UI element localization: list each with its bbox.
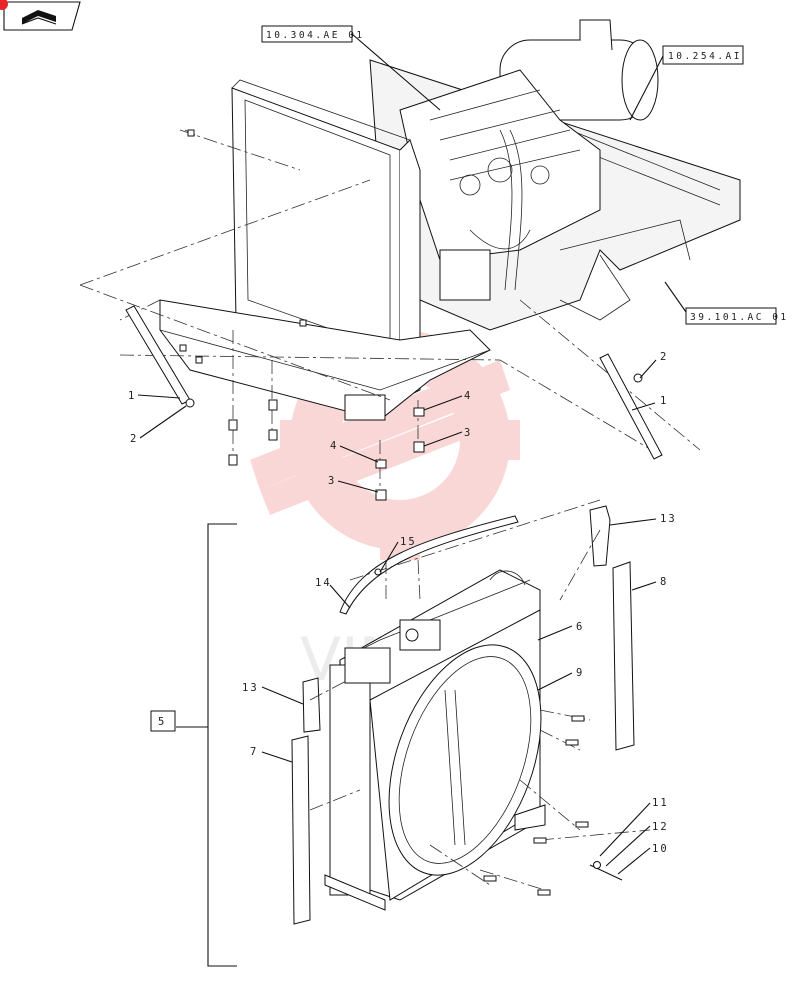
callout-5: 5 [158,716,166,728]
callout-4-b: 4 [330,440,338,452]
ref-frame-text: 39.101.AC 01 [690,312,789,323]
callout-4-a: 4 [464,390,472,402]
callout-7: 7 [250,746,258,758]
callout-13-left: 13 [242,682,259,694]
callout-15: 15 [400,536,417,548]
callout-10: 10 [652,843,669,855]
ref-muffler-text: 10.254.AI [668,51,742,62]
ref-box-engine[interactable]: 10.304.AE 01 [261,25,441,111]
radiator-assembly [291,499,651,925]
callout-11: 11 [652,797,669,809]
engine-and-frame-assembly [79,19,741,501]
callout-2-right: 2 [660,351,668,363]
callout-8: 8 [660,576,668,588]
callout-12: 12 [652,821,669,833]
callout-2-left: 2 [130,433,138,445]
callout-9: 9 [576,667,584,679]
callouts: 1 2 2 1 4 3 4 3 15 14 13 8 6 9 13 7 5 [128,351,677,875]
ref-engine-text: 10.304.AE 01 [266,30,365,41]
callout-6: 6 [576,621,584,633]
callout-14: 14 [315,577,332,589]
ref-box-frame[interactable]: 39.101.AC 01 [664,281,789,325]
assembly-bracket [176,523,237,967]
callout-1-right: 1 [660,395,668,407]
ref-box-muffler[interactable]: 10.254.AI [629,45,744,121]
callout-3-b: 3 [328,475,336,487]
callout-1-left: 1 [128,390,136,402]
book-icon[interactable] [0,0,81,31]
callout-13-top: 13 [660,513,677,525]
callout-3-a: 3 [464,427,472,439]
